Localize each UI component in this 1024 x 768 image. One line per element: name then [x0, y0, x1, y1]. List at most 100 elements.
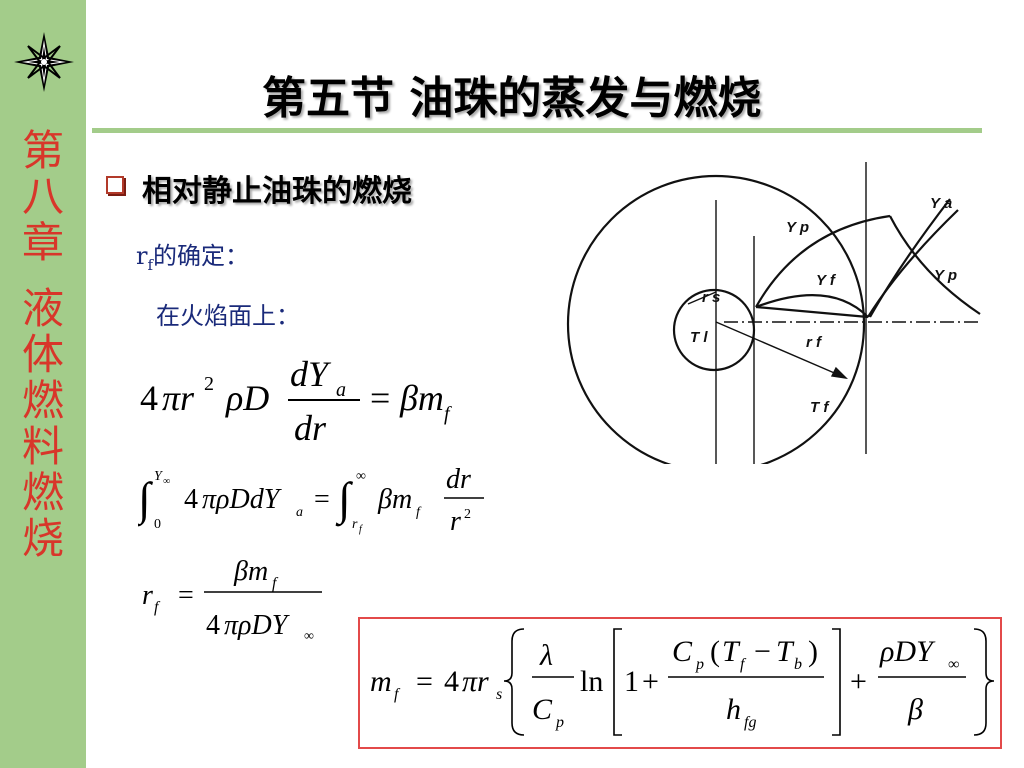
svg-text:a: a [336, 379, 346, 401]
svg-text:1: 1 [624, 665, 639, 698]
rf-suffix: 的确定： [153, 242, 250, 270]
svg-text:r: r [142, 580, 153, 611]
svg-text:T: T [776, 635, 795, 668]
burning-rate-formula-box: m f = 4 πr s λ C p ln 1 + C p ( T f − T … [358, 617, 1002, 749]
svg-text:∞: ∞ [163, 476, 170, 487]
checkbox-bullet-icon [106, 176, 124, 194]
svg-text:C: C [532, 693, 553, 726]
svg-text:0: 0 [154, 517, 161, 532]
svg-text:ln: ln [580, 665, 603, 698]
equation-burning-rate: m f = 4 πr s λ C p ln 1 + C p ( T f − T … [370, 628, 995, 736]
svg-text:dY: dY [290, 354, 332, 394]
svg-text:a: a [296, 505, 303, 520]
topic-char: 燃 [21, 468, 64, 517]
svg-text:C: C [672, 635, 693, 668]
svg-text:βm: βm [399, 378, 444, 418]
slide-title: 第五节 油珠的蒸发与燃烧 [262, 73, 762, 124]
svg-text:λ: λ [539, 639, 553, 672]
svg-text:πρDY: πρDY [224, 610, 291, 641]
svg-text:4: 4 [444, 665, 459, 698]
chapter-vertical-label: 第 八 章 液 体 燃 料 燃 烧 [14, 128, 72, 562]
svg-text:βm: βm [233, 556, 268, 587]
equation-mass-flux: 4 πr 2 ρD dY a dr = βm f [140, 354, 452, 448]
svg-text:p: p [555, 714, 564, 731]
flame-sphere [566, 174, 866, 464]
svg-text:h: h [726, 693, 741, 726]
svg-text:ρD: ρD [225, 378, 269, 418]
title-divider [92, 128, 982, 133]
svg-text:dr: dr [294, 408, 327, 448]
chapter-char: 第 [21, 126, 64, 175]
rf-determination-label: rf的确定： [136, 236, 249, 274]
equation-flame-radius: r f = βm f 4 πρDY ∞ [142, 556, 322, 642]
svg-text:f: f [394, 686, 401, 703]
svg-text:f: f [272, 575, 279, 592]
chapter-char: 章 [21, 218, 64, 267]
flame-surface-label: 在火焰面上： [156, 302, 300, 330]
svg-text:4: 4 [140, 378, 158, 418]
equation-integral: ∫ Y ∞ 0 4 πρDdY a = ∫ ∞ r f βm f dr r 2 [138, 464, 484, 537]
svg-text:f: f [154, 599, 161, 616]
svg-text:∫: ∫ [335, 473, 353, 527]
svg-text:=: = [416, 665, 433, 698]
svg-text:b: b [794, 656, 802, 673]
svg-text:πρDdY: πρDdY [202, 484, 283, 515]
svg-text:): ) [808, 635, 818, 668]
bullet-heading: 相对静止油珠的燃烧 [142, 174, 412, 209]
svg-text:∞: ∞ [356, 469, 366, 484]
svg-text:f: f [444, 403, 452, 425]
svg-text:2: 2 [204, 373, 214, 395]
compass-star-icon [14, 32, 74, 92]
svg-text:−: − [754, 635, 771, 668]
label-yp-right: Y p [934, 267, 957, 284]
svg-text:T: T [722, 635, 741, 668]
svg-text:r: r [352, 517, 358, 532]
ya-outer-curve [869, 198, 951, 318]
svg-text:βm: βm [377, 484, 412, 515]
svg-text:Y: Y [154, 469, 164, 484]
label-yp-upper: Y p [786, 219, 809, 236]
svg-text:p: p [695, 656, 704, 673]
svg-text:+: + [850, 665, 867, 698]
svg-text:s: s [496, 686, 502, 703]
svg-text:dr: dr [446, 464, 471, 495]
yp-profile-curve [755, 214, 891, 308]
label-tf: T f [810, 399, 830, 416]
svg-text:πr: πr [162, 378, 195, 418]
svg-text:∫: ∫ [138, 473, 153, 527]
svg-text:4: 4 [184, 484, 198, 515]
svg-text:f: f [416, 505, 422, 520]
svg-text:β: β [907, 693, 923, 726]
topic-char: 燃 [21, 376, 64, 425]
svg-text:∞: ∞ [948, 656, 959, 673]
topic-char: 液 [21, 284, 64, 333]
rf-symbol: r [136, 242, 148, 270]
svg-text:+: + [642, 665, 659, 698]
svg-text:=: = [370, 378, 390, 418]
svg-text:f: f [359, 524, 363, 535]
yf-profile-curve [755, 294, 869, 318]
svg-text:f: f [740, 656, 747, 673]
svg-text:∞: ∞ [304, 629, 314, 642]
rf-subscript: f [147, 255, 154, 274]
yp-outer-curve [889, 215, 981, 315]
svg-text:(: ( [710, 635, 720, 668]
temp-profile-line [755, 305, 869, 319]
svg-text:4: 4 [206, 610, 220, 641]
svg-text:2: 2 [464, 507, 471, 522]
label-rs: r s [702, 289, 720, 306]
svg-text:r: r [450, 506, 461, 537]
svg-text:fg: fg [744, 714, 756, 731]
label-yf: Y f [816, 272, 837, 289]
label-tl: T l [690, 329, 708, 346]
chapter-char: 八 [21, 172, 64, 221]
ya-profile-curve [867, 209, 959, 318]
topic-char: 料 [21, 422, 64, 471]
svg-text:m: m [370, 665, 392, 698]
svg-text:πr: πr [462, 665, 489, 698]
droplet-flame-diagram: Y p Y a Y f Y p r s T l r f T f [566, 162, 981, 464]
sidebar: 第 八 章 液 体 燃 料 燃 烧 [0, 0, 86, 768]
svg-text:ρDY: ρDY [879, 635, 936, 668]
svg-text:=: = [178, 580, 194, 611]
svg-text:=: = [314, 484, 330, 515]
